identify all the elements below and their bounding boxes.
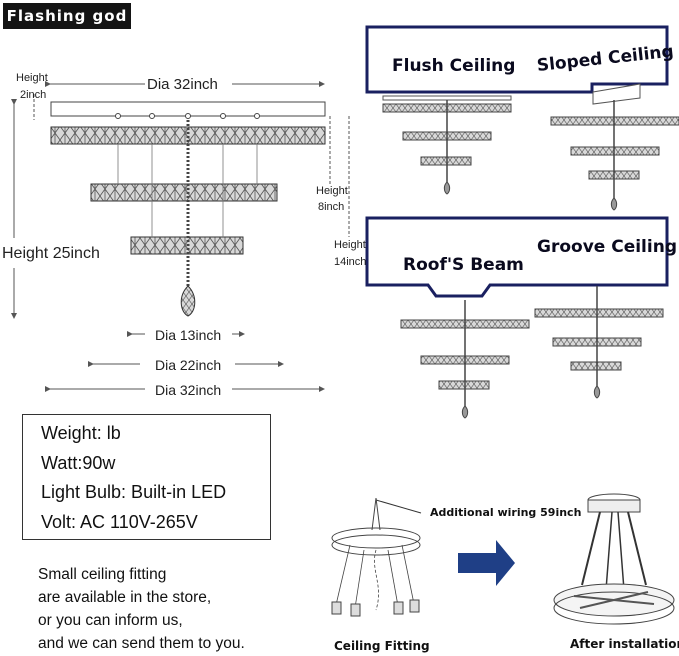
ceiling-fitting-drawing [331, 497, 422, 617]
mini-chandelier-flush [382, 95, 512, 195]
mini-chandelier-sloped [550, 83, 679, 211]
spec-bulb: Light Bulb: Built-in LED [41, 482, 227, 502]
specs-box: Weight: lb Watt:90w Light Bulb: Built-in… [22, 414, 271, 540]
pendant-crystal [180, 285, 196, 317]
flush-sloped-frame [365, 25, 669, 94]
height-mid-label: Height [316, 185, 348, 197]
after-installation-label: After installation [570, 637, 679, 651]
wiring-label: Additional wiring 59inch [430, 506, 582, 519]
spec-weight: Weight: lb [41, 423, 121, 443]
spec-watt: Watt:90w [41, 453, 116, 473]
dia-top-label: Dia 32inch [147, 76, 218, 93]
note-line-2: are available in the store, [38, 589, 212, 606]
ring-medium [90, 183, 278, 202]
height-low-value: 14inch [334, 256, 367, 268]
after-installation-drawing [553, 493, 675, 625]
mini-chandelier-beam [400, 300, 530, 419]
dia-small-label: Dia 13inch [155, 327, 222, 343]
height-mid-value: 8inch [318, 201, 345, 213]
beam-groove-frame [365, 216, 669, 298]
height-top-label: Height [16, 72, 48, 84]
spec-volt: Volt: AC 110V-265V [41, 512, 198, 532]
dia-large-label: Dia 32inch [155, 382, 222, 398]
height-low-label: Height [334, 239, 366, 251]
height-top-value: 2inch [20, 89, 47, 101]
groove-ceiling-title: Groove Ceiling [537, 237, 677, 257]
dia-medium-label: Dia 22inch [155, 357, 222, 373]
height-total-label: Height 25inch [2, 245, 100, 262]
note-line-1: Small ceiling fitting [38, 566, 167, 583]
brand-logo: Flashing god [3, 3, 131, 29]
note-line-3: or you can inform us, [38, 612, 183, 629]
flush-ceiling-title: Flush Ceiling [392, 56, 516, 76]
ceiling-fitting-label: Ceiling Fitting [334, 639, 430, 653]
note-line-4: and we can send them to you. [38, 635, 245, 652]
roof-beam-title: Roof'S Beam [403, 255, 524, 275]
arrow-right-icon [458, 540, 515, 586]
mini-chandelier-groove [534, 286, 664, 399]
